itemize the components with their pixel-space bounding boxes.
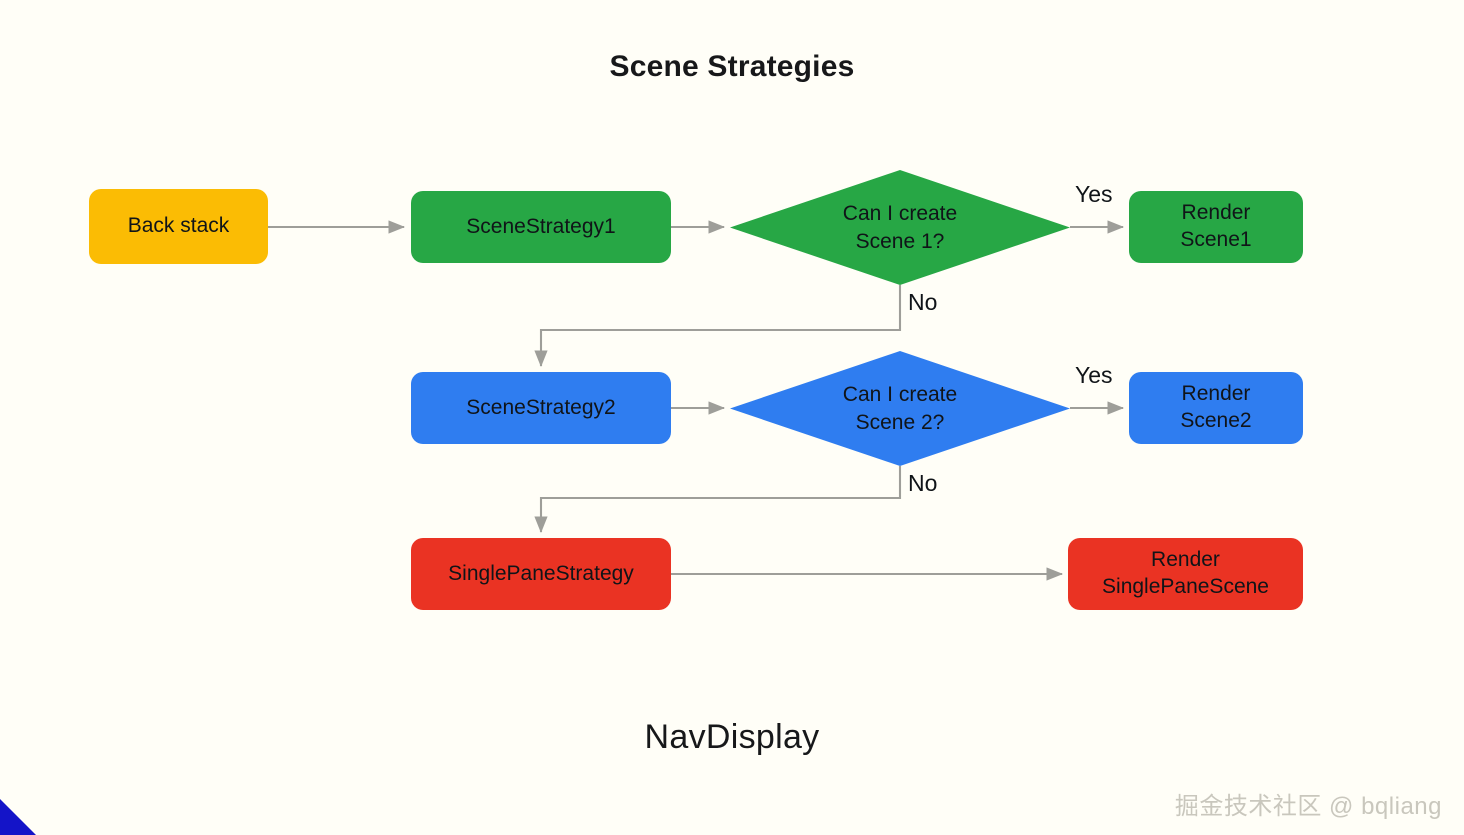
node-back-stack-label: Back stack (127, 214, 230, 238)
node-decision-1[interactable]: Can I create Scene 1? (730, 170, 1070, 285)
node-scene-strategy-2[interactable]: SceneStrategy2 (411, 372, 671, 444)
node-scene-strategy-2-label: SceneStrategy2 (466, 395, 616, 419)
decision-1-diamond-shape (730, 170, 1070, 285)
node-scene-strategy-1-label: SceneStrategy1 (466, 214, 616, 238)
node-render-scene-2[interactable]: Render Scene2 (1129, 372, 1303, 444)
edge-label-no-1: No (908, 289, 938, 315)
edge-decision2-no (534, 466, 902, 534)
node-single-pane-strategy[interactable]: SinglePaneStrategy (411, 538, 671, 610)
corner-accent-triangle (0, 799, 36, 835)
footer-caption: NavDisplay (644, 718, 820, 756)
node-back-stack[interactable]: Back stack (89, 189, 268, 264)
page-title: Scene Strategies (609, 50, 855, 83)
watermark: 掘金技术社区 @ bqliang (1174, 793, 1442, 820)
node-decision-2-label: Can I create Scene 2? (842, 383, 958, 434)
node-render-single-pane-scene[interactable]: Render SinglePaneScene (1068, 538, 1303, 610)
node-render-scene-1[interactable]: Render Scene1 (1129, 191, 1303, 263)
decision-2-diamond-shape (730, 351, 1070, 466)
node-render-scene-2-label: Render Scene2 (1180, 382, 1252, 432)
node-single-pane-strategy-label: SinglePaneStrategy (448, 561, 634, 585)
node-decision-1-label: Can I create Scene 1? (842, 202, 958, 253)
node-render-scene-1-label: Render Scene1 (1180, 201, 1252, 251)
node-render-single-pane-scene-label: Render SinglePaneScene (1102, 548, 1269, 598)
edge-label-no-2: No (908, 470, 938, 496)
node-decision-2[interactable]: Can I create Scene 2? (730, 351, 1070, 466)
edge-label-yes-2: Yes (1075, 362, 1113, 388)
edge-label-yes-1: Yes (1075, 181, 1113, 207)
node-scene-strategy-1[interactable]: SceneStrategy1 (411, 191, 671, 263)
